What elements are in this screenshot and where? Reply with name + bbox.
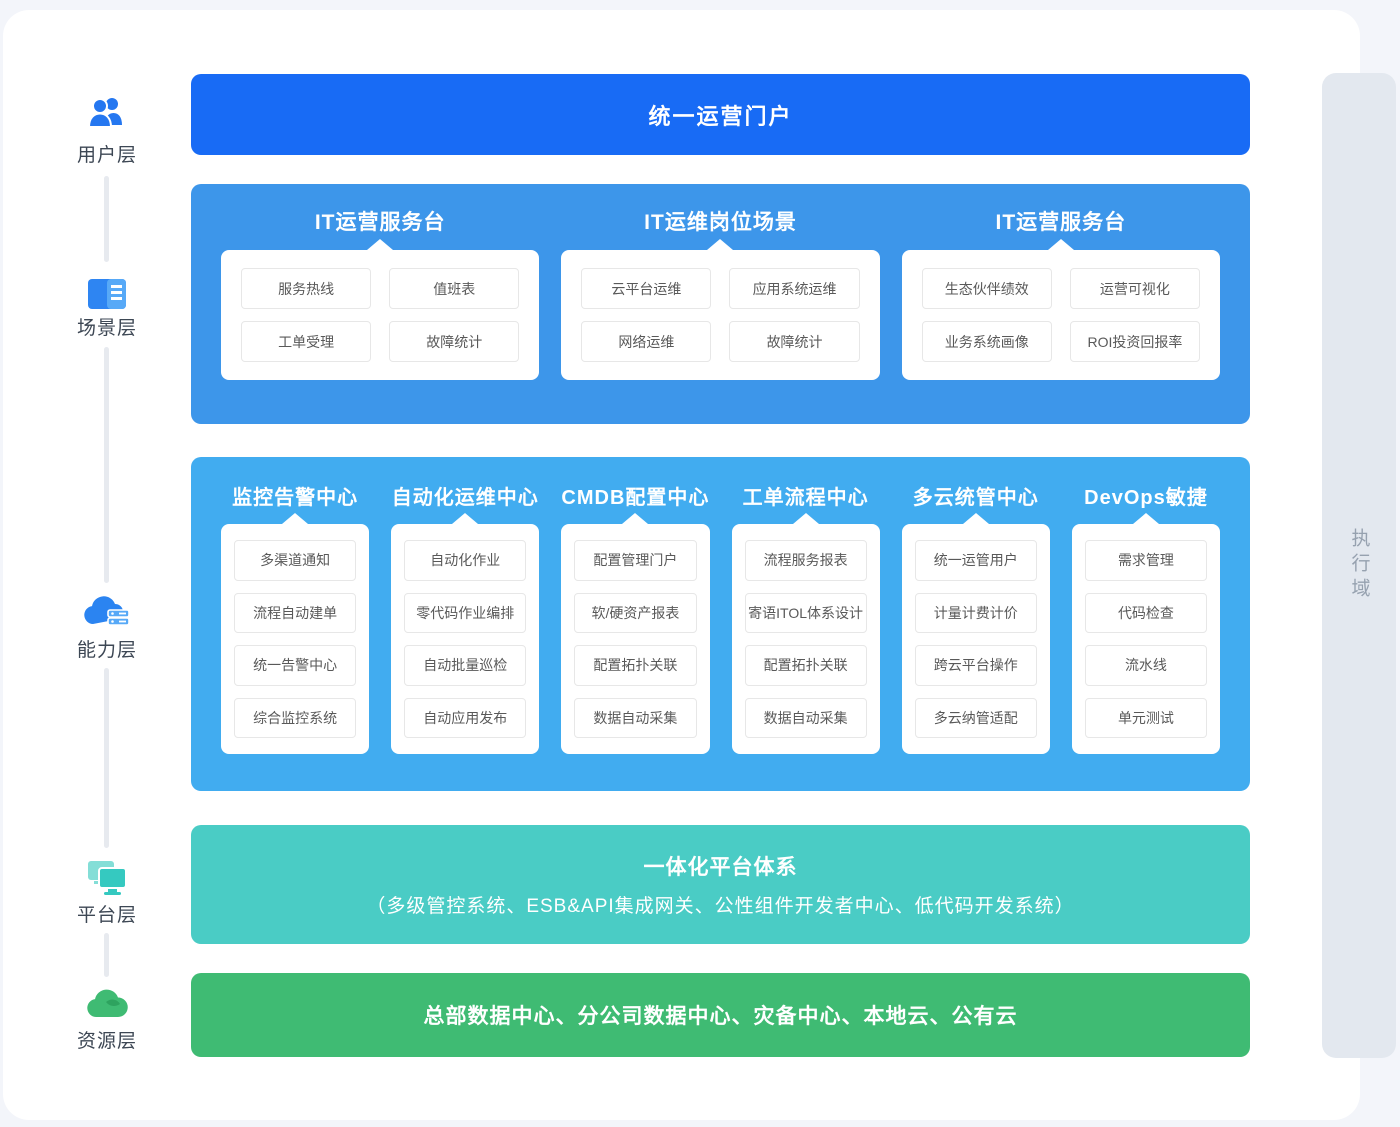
scene-group-card: 云平台运维 应用系统运维 网络运维 故障统计 bbox=[561, 239, 880, 380]
capability-column-card: 自动化作业 零代码作业编排 自动批量巡检 自动应用发布 bbox=[391, 513, 540, 754]
card-notch bbox=[1047, 239, 1074, 250]
layer-label-platform: 平台层 bbox=[76, 905, 137, 926]
execution-domain-panel: 执行域 bbox=[1322, 73, 1396, 1058]
platform-band-title: 一体化平台体系 bbox=[643, 856, 798, 879]
rail-connector bbox=[104, 347, 109, 583]
module-item: ROI投资回报率 bbox=[1069, 321, 1200, 362]
resource-band: 总部数据中心、分公司数据中心、灾备中心、本地云、公有云 bbox=[191, 973, 1250, 1057]
unified-portal-banner: 统一运营门户 bbox=[191, 74, 1250, 155]
module-item: 故障统计 bbox=[389, 321, 520, 362]
module-item: 应用系统运维 bbox=[729, 268, 860, 309]
module-item: 代码检查 bbox=[1084, 592, 1208, 633]
module-item: 服务热线 bbox=[241, 268, 372, 309]
module-item: 值班表 bbox=[389, 268, 520, 309]
module-item: 运营可视化 bbox=[1069, 268, 1200, 309]
module-item: 网络运维 bbox=[581, 321, 712, 362]
rail-connector bbox=[104, 933, 109, 977]
scene-section: IT运营服务台 IT运维岗位场景 IT运营服务台 服务热线 值班表 工单受理 故… bbox=[191, 184, 1250, 424]
capability-column-title: 工单流程中心 bbox=[742, 487, 869, 509]
layer-label-capability: 能力层 bbox=[76, 640, 137, 661]
module-item: 数据自动采集 bbox=[744, 697, 867, 738]
module-item: 零代码作业编排 bbox=[404, 592, 527, 633]
platform-band-subtitle: （多级管控系统、ESB&API集成网关、公性组件开发者中心、低代码开发系统） bbox=[366, 896, 1075, 917]
module-item: 单元测试 bbox=[1084, 697, 1208, 738]
module-item: 寄语ITOL体系设计 bbox=[744, 592, 867, 633]
module-item: 跨云平台操作 bbox=[914, 645, 1037, 686]
portal-title: 统一运营门户 bbox=[648, 103, 793, 129]
scene-group-title: IT运营服务台 bbox=[995, 211, 1127, 234]
module-item: 业务系统画像 bbox=[921, 321, 1052, 362]
devices-icon bbox=[85, 859, 129, 897]
module-item: 生态伙伴绩效 bbox=[921, 268, 1052, 309]
capability-column-card: 多渠道通知 流程自动建单 统一告警中心 综合监控系统 bbox=[221, 513, 370, 754]
layer-label-scene: 场景层 bbox=[76, 318, 137, 339]
module-item: 配置管理门户 bbox=[574, 540, 697, 581]
card-notch bbox=[1132, 513, 1159, 524]
scene-group-title: IT运维岗位场景 bbox=[644, 211, 797, 234]
capability-column-title: 自动化运维中心 bbox=[391, 487, 539, 509]
module-item: 流水线 bbox=[1084, 645, 1208, 686]
module-item: 数据自动采集 bbox=[574, 697, 697, 738]
module-item: 需求管理 bbox=[1084, 540, 1208, 581]
module-item: 统一告警中心 bbox=[234, 645, 357, 686]
module-item: 配置拓扑关联 bbox=[574, 645, 697, 686]
card-notch bbox=[282, 513, 309, 524]
module-item: 流程自动建单 bbox=[234, 592, 357, 633]
scene-group-card: 服务热线 值班表 工单受理 故障统计 bbox=[221, 239, 540, 380]
module-item: 自动应用发布 bbox=[404, 697, 527, 738]
rail-connector bbox=[104, 668, 109, 848]
capability-section: 监控告警中心 自动化运维中心 CMDB配置中心 工单流程中心 多云统管中心 De… bbox=[191, 457, 1250, 791]
cloud-server-icon bbox=[82, 594, 132, 632]
module-item: 流程服务报表 bbox=[744, 540, 867, 581]
rail-connector bbox=[104, 176, 109, 262]
platform-band: 一体化平台体系 （多级管控系统、ESB&API集成网关、公性组件开发者中心、低代… bbox=[191, 825, 1250, 944]
capability-column-title: DevOps敏捷 bbox=[1084, 487, 1208, 509]
module-item: 自动化作业 bbox=[404, 540, 527, 581]
capability-column-title: CMDB配置中心 bbox=[561, 487, 710, 509]
layer-label-users: 用户层 bbox=[76, 145, 137, 166]
layer-label-resource: 资源层 bbox=[76, 1031, 137, 1052]
capability-column-title: 监控告警中心 bbox=[232, 487, 359, 509]
scene-card-icon bbox=[85, 275, 129, 313]
card-notch bbox=[707, 239, 734, 250]
module-item: 软/硬资产报表 bbox=[574, 592, 697, 633]
scene-group-card: 生态伙伴绩效 运营可视化 业务系统画像 ROI投资回报率 bbox=[901, 239, 1220, 380]
module-item: 工单受理 bbox=[241, 321, 372, 362]
module-item: 计量计费计价 bbox=[914, 592, 1037, 633]
execution-domain-label: 执行域 bbox=[1348, 528, 1370, 603]
card-notch bbox=[452, 513, 479, 524]
capability-column-card: 配置管理门户 软/硬资产报表 配置拓扑关联 数据自动采集 bbox=[561, 513, 710, 754]
module-item: 配置拓扑关联 bbox=[744, 645, 867, 686]
module-item: 多云纳管适配 bbox=[914, 697, 1037, 738]
card-notch bbox=[367, 239, 394, 250]
card-notch bbox=[622, 513, 649, 524]
module-item: 综合监控系统 bbox=[234, 697, 357, 738]
cloud-icon bbox=[85, 985, 129, 1023]
card-notch bbox=[962, 513, 989, 524]
capability-column-card: 需求管理 代码检查 流水线 单元测试 bbox=[1071, 513, 1221, 754]
resource-band-title: 总部数据中心、分公司数据中心、灾备中心、本地云、公有云 bbox=[423, 1005, 1018, 1028]
capability-column-title: 多云统管中心 bbox=[912, 487, 1039, 509]
module-item: 多渠道通知 bbox=[234, 540, 357, 581]
module-item: 统一运管用户 bbox=[914, 540, 1037, 581]
scene-group-title: IT运营服务台 bbox=[314, 211, 446, 234]
capability-column-card: 流程服务报表 寄语ITOL体系设计 配置拓扑关联 数据自动采集 bbox=[731, 513, 880, 754]
module-item: 故障统计 bbox=[729, 321, 860, 362]
users-icon bbox=[85, 94, 129, 132]
card-notch bbox=[792, 513, 819, 524]
module-item: 云平台运维 bbox=[581, 268, 712, 309]
capability-column-card: 统一运管用户 计量计费计价 跨云平台操作 多云纳管适配 bbox=[901, 513, 1050, 754]
module-item: 自动批量巡检 bbox=[404, 645, 527, 686]
